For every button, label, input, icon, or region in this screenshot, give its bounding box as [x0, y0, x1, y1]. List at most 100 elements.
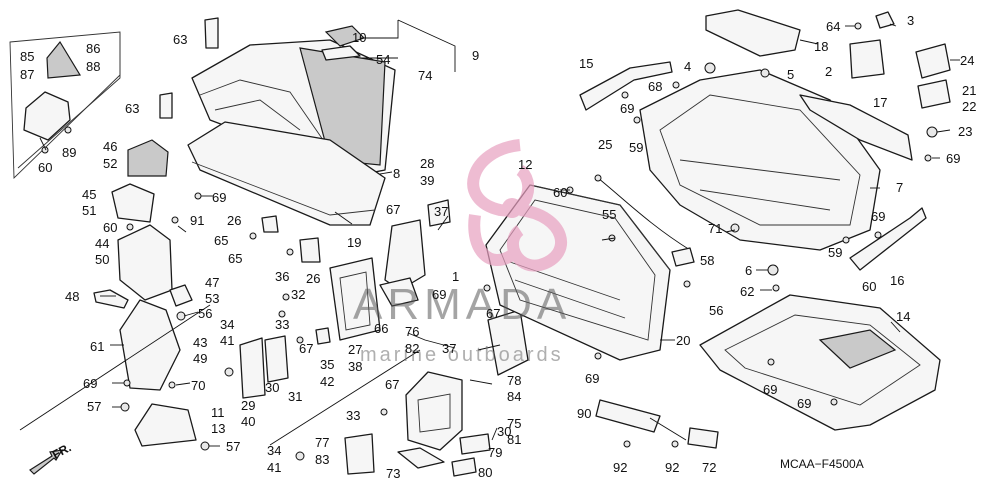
- callout-20: 20: [676, 333, 691, 348]
- callout-26: 26: [227, 213, 242, 228]
- callout-63: 63: [125, 101, 140, 116]
- callout-68: 68: [648, 79, 663, 94]
- callout-32: 32: [291, 287, 306, 302]
- bolt-59: [633, 116, 641, 124]
- bolt-69-center: [483, 284, 491, 292]
- nut-60: [126, 223, 134, 231]
- watermark-tagline: marine outboards: [360, 344, 564, 366]
- callout-27: 27: [348, 342, 363, 357]
- callout-82: 82: [405, 341, 420, 356]
- trunk-box-rim: [529, 184, 671, 271]
- part-63-hinge: [159, 92, 173, 119]
- bolt-68: [672, 81, 680, 89]
- callout-50: 50: [95, 252, 110, 267]
- part-71-clip: [671, 247, 695, 267]
- bolt-69-g: [874, 231, 882, 239]
- callout-22: 22: [962, 99, 977, 114]
- callout-12: 12: [518, 157, 533, 172]
- part-6-grommet: [767, 264, 779, 276]
- tray-inner: [724, 314, 921, 406]
- callout-60: 60: [103, 220, 118, 235]
- callout-64: 64: [826, 19, 841, 34]
- seal-edge: [191, 161, 376, 216]
- callout-26: 26: [306, 271, 321, 286]
- callout-84: 84: [507, 389, 522, 404]
- callout-51: 51: [82, 203, 97, 218]
- callout-71: 71: [708, 221, 723, 236]
- callout-24: 24: [960, 53, 975, 68]
- callout-46: 46: [103, 139, 118, 154]
- callout-79: 79: [488, 445, 503, 460]
- callout-81: 81: [507, 432, 522, 447]
- callout-9: 9: [472, 48, 480, 63]
- part-30-trim: [264, 335, 289, 383]
- part-21-lock: [917, 79, 951, 109]
- callout-76: 76: [405, 324, 420, 339]
- part-63-hinge-top: [204, 17, 219, 49]
- watermark-brand: ARMADA: [353, 280, 572, 329]
- part-29-trim: [239, 337, 266, 399]
- callout-33: 33: [346, 408, 361, 423]
- part-90-plate: [595, 399, 661, 433]
- part-8-seal: [187, 121, 386, 226]
- callout-72: 72: [702, 460, 717, 475]
- bolt-57-lower: [200, 441, 210, 451]
- callout-60: 60: [553, 185, 568, 200]
- part-45-bracket: [111, 183, 155, 223]
- callout-56: 56: [709, 303, 724, 318]
- part-87-handle: [23, 91, 71, 141]
- part-11-bracket: [134, 403, 197, 447]
- part-18-lid: [705, 9, 801, 57]
- screw-91: [171, 216, 179, 224]
- callout-14: 14: [896, 309, 911, 324]
- part-17-rail: [799, 94, 913, 161]
- clip-34-lower: [295, 451, 305, 461]
- screw-64: [854, 22, 862, 30]
- bolt-69-rail: [621, 91, 629, 99]
- bolt-67: [296, 336, 304, 344]
- callout-67: 67: [486, 306, 501, 321]
- callout-69: 69: [763, 382, 778, 397]
- callout-18: 18: [814, 39, 829, 54]
- part-26-clip-b: [299, 237, 321, 263]
- callout-36: 36: [275, 269, 290, 284]
- callout-44: 44: [95, 236, 110, 251]
- bolt-67-lower: [380, 408, 388, 416]
- callout-57: 57: [226, 439, 241, 454]
- callout-7: 7: [896, 180, 904, 195]
- callout-69: 69: [83, 376, 98, 391]
- part-89-screw: [64, 126, 72, 134]
- part-44-cover: [117, 224, 173, 301]
- callout-73: 73: [386, 466, 401, 481]
- bolt-69-tray-b: [830, 398, 838, 406]
- callout-45: 45: [82, 187, 97, 202]
- callout-80: 80: [478, 465, 493, 480]
- callout-37: 37: [442, 341, 457, 356]
- callout-67: 67: [299, 341, 314, 356]
- part-15-rail: [579, 61, 673, 111]
- callout-69: 69: [620, 101, 635, 116]
- callout-75: 75: [507, 416, 522, 431]
- callout-60: 60: [862, 279, 877, 294]
- callout-92: 92: [665, 460, 680, 475]
- callout-83: 83: [315, 452, 330, 467]
- callout-65: 65: [214, 233, 229, 248]
- callout-10: 10: [352, 30, 367, 45]
- callout-43: 43: [193, 335, 208, 350]
- callout-17: 17: [873, 95, 888, 110]
- leader-lines: [19, 19, 960, 447]
- bolt-69-right: [924, 154, 932, 162]
- callout-69: 69: [797, 396, 812, 411]
- part-46-cap: [127, 139, 169, 177]
- bolt-56: [176, 311, 186, 321]
- callout-56: 56: [198, 306, 213, 321]
- trunk-body-inner: [659, 94, 861, 226]
- callout-55: 55: [602, 207, 617, 222]
- clip-34: [224, 367, 234, 377]
- trunk-body-ribs: [679, 159, 841, 211]
- callout-91: 91: [190, 213, 205, 228]
- inset-diagonal: [17, 33, 121, 169]
- callout-78: 78: [507, 373, 522, 388]
- callout-34: 34: [267, 443, 282, 458]
- pocket-75-inner: [417, 393, 451, 433]
